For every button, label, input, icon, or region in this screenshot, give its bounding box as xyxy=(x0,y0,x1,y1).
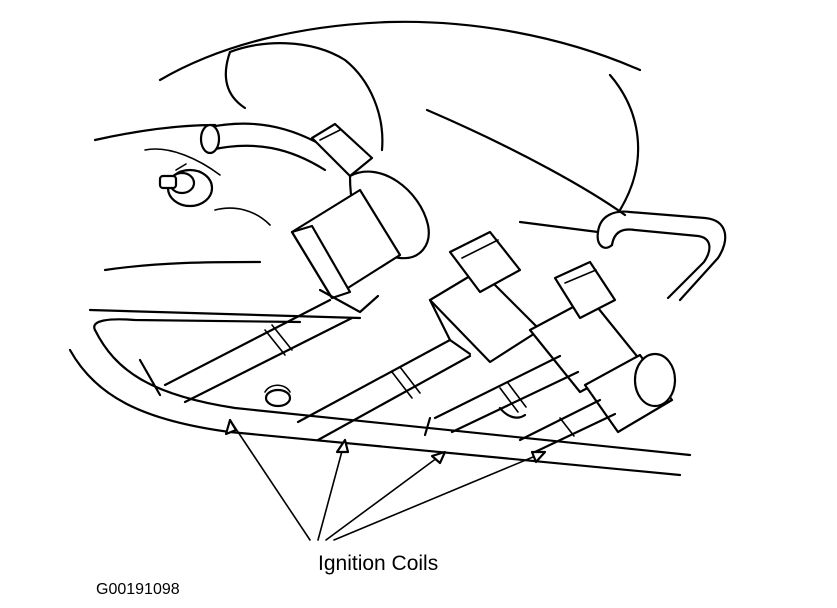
coil-tube-3 xyxy=(433,354,580,434)
figure-id: G00191098 xyxy=(96,581,180,598)
coil-boot-4 xyxy=(583,352,677,434)
callout-label-ignition-coils: Ignition Coils xyxy=(318,552,439,575)
callout-leader-lines xyxy=(224,418,547,541)
vacuum-hose xyxy=(199,122,332,172)
coil-tube-4 xyxy=(518,398,617,454)
engine-cover xyxy=(93,20,642,272)
coil-tube-1 xyxy=(163,298,354,404)
coil-tube-2 xyxy=(296,338,472,442)
mounting-bracket xyxy=(518,210,727,302)
coil-boot-1 xyxy=(290,188,402,314)
stud-bolt xyxy=(158,163,214,208)
valve-cover-base xyxy=(68,308,692,477)
coil-boot-2 xyxy=(428,230,542,364)
